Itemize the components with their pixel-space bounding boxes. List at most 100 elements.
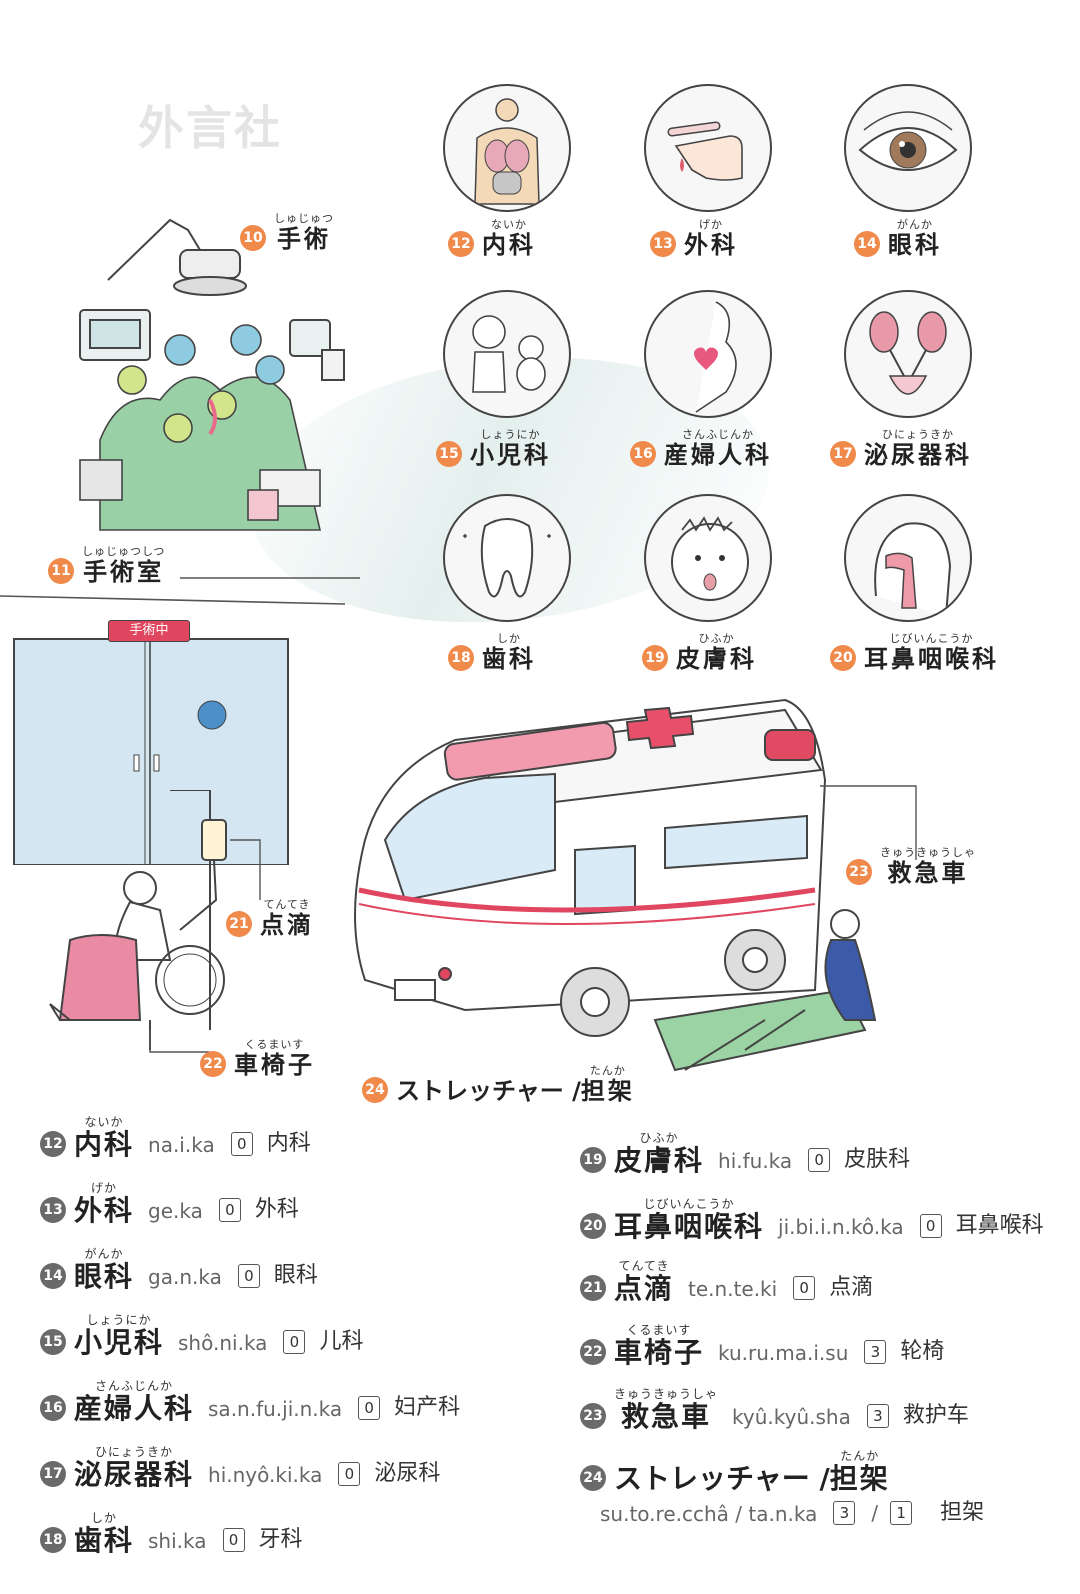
label-word: 耳鼻咽喉科: [864, 645, 999, 673]
furigana: しょうにか: [86, 1313, 152, 1327]
furigana: たんか: [840, 1449, 880, 1463]
label-number: 22: [200, 1051, 226, 1077]
vocab-row: 22 くるまいす車椅子 ku.ru.ma.i.su 3 轮椅: [580, 1324, 944, 1369]
chinese-meaning: 外科: [254, 1197, 299, 1222]
vocab-row-stretcher: 24 ストレッチャー / たんか担架: [580, 1450, 890, 1495]
chinese-meaning: 皮肤科: [844, 1147, 911, 1172]
label-iv-drip: 21 てんてき 点滴: [226, 898, 314, 939]
label-word: 歯科: [482, 645, 536, 673]
chinese-meaning: 内科: [266, 1131, 311, 1156]
romaji: ku.ru.ma.i.su: [718, 1341, 849, 1365]
pediatrics-circle: [443, 290, 571, 418]
vocab-row: 17 ひにょうきか泌尿器科 hi.nyô.ki.ka 0 泌尿科: [40, 1446, 440, 1491]
label-word: 担架: [580, 1077, 635, 1105]
label-number: 21: [226, 911, 252, 937]
eye-icon: [858, 111, 958, 171]
label-word: 内科: [482, 231, 536, 259]
vocab-row: 21 てんてき点滴 te.n.te.ki 0 点滴: [580, 1260, 873, 1305]
vocab-word: 皮膚科: [614, 1144, 705, 1177]
vocab-row: 14 がんか眼科 ga.n.ka 0 眼科: [40, 1248, 318, 1293]
cut-finger-icon: [667, 121, 743, 181]
furigana: げか: [91, 1181, 118, 1195]
dentistry-circle: [443, 494, 571, 622]
vocab-prefix: ストレッチャー /: [614, 1462, 830, 1495]
label-number: 24: [362, 1077, 388, 1103]
furigana: てんてき: [263, 898, 311, 911]
romaji: kyû.kyû.sha: [732, 1405, 851, 1429]
divider-lines: [0, 577, 360, 605]
accent-box: 0: [358, 1396, 381, 1420]
label-word: 泌尿器科: [864, 441, 972, 469]
vocab-row: 16 さんふじんか産婦人科 sa.n.fu.ji.n.ka 0 妇产科: [40, 1380, 460, 1425]
surgery-illustration: [79, 218, 345, 531]
label-pediatrics: 15 しょうにか 小児科: [436, 428, 551, 469]
furigana: ないか: [84, 1115, 124, 1129]
chinese-meaning: 担架: [940, 1500, 985, 1525]
furigana: ないか: [491, 218, 527, 231]
label-surgery: 10 しゅじゅつ 手術: [240, 212, 334, 253]
furigana: ひふか: [639, 1131, 679, 1145]
romaji: shô.ni.ka: [178, 1331, 268, 1355]
torso-icon: [474, 98, 540, 205]
vocab-number: 20: [580, 1213, 606, 1239]
furigana: たんか: [589, 1064, 626, 1077]
label-number: 23: [846, 859, 872, 885]
vocab-number: 18: [40, 1527, 66, 1553]
label-word: 産婦人科: [664, 441, 772, 469]
chinese-meaning: 耳鼻喉科: [955, 1213, 1044, 1238]
furigana: ひふか: [698, 632, 735, 645]
furigana: じびいんこうか: [643, 1197, 735, 1211]
furigana: しょうにか: [480, 428, 541, 441]
vocab-word: 担架: [829, 1462, 890, 1495]
slash-separator: /: [871, 1501, 879, 1525]
label-operating-room: 11 しゅじゅつしつ 手術室: [48, 545, 165, 586]
internal-medicine-circle: [443, 84, 571, 212]
accent-box: 0: [793, 1276, 816, 1300]
vocab-word: 車椅子: [614, 1336, 705, 1369]
label-surgery-dept: 13 げか 外科: [650, 218, 738, 259]
furigana: さんふじんか: [95, 1379, 174, 1393]
label-number: 15: [436, 441, 462, 467]
vocab-row: 15 しょうにか小児科 shô.ni.ka 0 儿科: [40, 1314, 363, 1359]
vocab-number: 12: [40, 1131, 66, 1157]
label-number: 11: [48, 558, 74, 584]
vocab-number: 22: [580, 1339, 606, 1365]
accent-box: 1: [890, 1501, 913, 1525]
vocab-word: 救急車: [621, 1400, 712, 1433]
label-word: 皮膚科: [676, 645, 757, 673]
accent-box: 0: [283, 1330, 306, 1354]
label-number: 19: [642, 645, 668, 671]
label-number: 17: [830, 441, 856, 467]
furigana: くるまいす: [244, 1038, 305, 1051]
accent-box: 0: [218, 1198, 241, 1222]
vocab-word: 泌尿器科: [74, 1458, 195, 1491]
door-illustration: [13, 638, 289, 865]
label-word: 点滴: [260, 911, 314, 939]
vocab-row: 23 きゅうきゅうしゃ救急車 kyû.kyû.sha 3 救护车: [580, 1388, 969, 1433]
accent-box: 0: [237, 1264, 260, 1288]
romaji: hi.nyô.ki.ka: [208, 1463, 323, 1487]
furigana: てんてき: [618, 1259, 670, 1273]
label-word: 外科: [684, 231, 738, 259]
accent-box: 3: [864, 1340, 887, 1364]
pregnant-heart-icon: [694, 301, 737, 413]
label-number: 12: [448, 231, 474, 257]
label-word: 救急車: [887, 859, 969, 887]
kidney-icon: [869, 311, 947, 395]
romaji: te.n.te.ki: [688, 1277, 778, 1301]
label-obstetrics: 16 さんふじんか 産婦人科: [630, 428, 772, 469]
surgery-dept-circle: [644, 84, 772, 212]
label-number: 10: [240, 225, 266, 251]
furigana: げか: [699, 218, 723, 231]
vocab-word: 眼科: [74, 1260, 135, 1293]
romaji: su.to.re.cchâ / ta.n.ka: [600, 1502, 818, 1526]
vocab-word: 点滴: [614, 1272, 675, 1305]
furigana: さんふじんか: [682, 428, 754, 441]
throat-icon: [874, 522, 952, 617]
chinese-meaning: 救护车: [902, 1403, 969, 1428]
chinese-meaning: 泌尿科: [374, 1461, 441, 1486]
romaji: ji.bi.i.n.kô.ka: [778, 1215, 904, 1239]
furigana: ひにょうきか: [882, 428, 954, 441]
vocab-word: 歯科: [74, 1524, 135, 1557]
